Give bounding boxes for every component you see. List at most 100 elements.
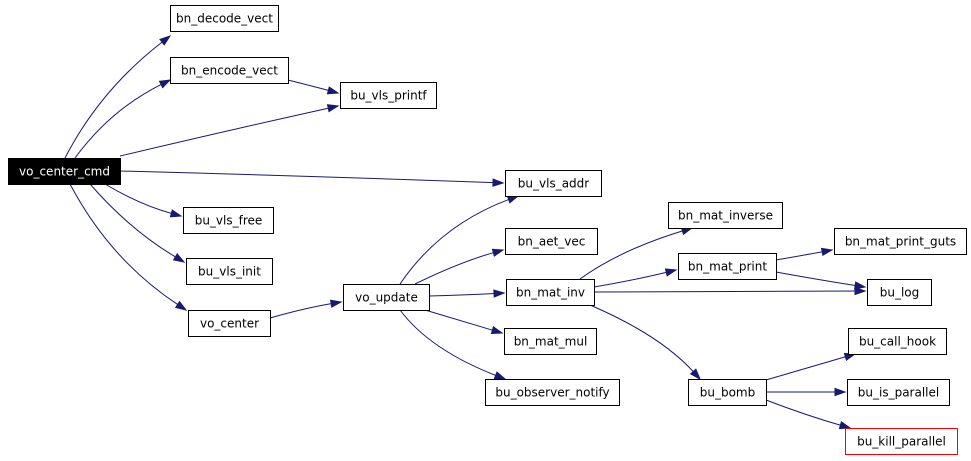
node-label: bu_vls_free [195, 214, 263, 228]
edge-bu_bomb-to-bu_kill_parallel [765, 399, 852, 430]
node-bu_vls_init[interactable]: bu_vls_init [186, 258, 273, 285]
node-bu_vls_addr[interactable]: bu_vls_addr [505, 170, 602, 197]
edge-bn_encode_vect-to-bu_vls_printf [287, 79, 340, 95]
edge-line [414, 251, 495, 285]
edge-bn_mat_inv-to-bn_mat_inverse [579, 227, 694, 280]
arrowhead-icon [490, 325, 504, 335]
edge-line [104, 183, 173, 215]
edge-line [399, 309, 497, 377]
node-label: bn_encode_vect [181, 64, 278, 78]
node-label: bn_mat_inv [516, 286, 585, 300]
node-label: bu_log [880, 286, 920, 300]
edge-vo_center_cmd-to-bn_encode_vect [74, 79, 172, 159]
node-box [343, 284, 430, 311]
node-bn_mat_inverse[interactable]: bn_mat_inverse [668, 202, 783, 229]
arrowhead-icon [506, 195, 520, 204]
edge-line [589, 304, 695, 373]
arrowhead-icon [834, 387, 847, 397]
edge-line [593, 290, 857, 293]
node-box [8, 158, 121, 185]
node-label: bn_mat_print_guts [845, 235, 956, 249]
edge-bu_bomb-to-bu_is_parallel [766, 387, 847, 397]
node-box [504, 328, 597, 355]
node-label: bn_mat_print [688, 260, 767, 274]
node-label: bu_vls_init [198, 265, 261, 279]
edge-vo_center_cmd-to-bu_vls_printf [119, 104, 340, 157]
node-label: bn_decode_vect [176, 12, 273, 26]
arrowhead-icon [326, 86, 340, 95]
edge-layer [64, 35, 867, 430]
node-bu_vls_free[interactable]: bu_vls_free [183, 207, 274, 234]
node-box [505, 170, 602, 197]
arrowhead-icon [158, 79, 172, 89]
arrowhead-icon [689, 368, 702, 381]
edge-line [64, 41, 164, 159]
node-label: bu_is_parallel [858, 386, 939, 400]
edge-line [74, 83, 163, 159]
node-box [506, 279, 595, 306]
edge-vo_center_cmd-to-bu_vls_init [89, 183, 186, 263]
edge-vo_center-to-vo_update [269, 299, 343, 319]
arrowhead-icon [493, 289, 506, 298]
node-label: bu_vls_printf [350, 89, 427, 103]
node-box [188, 310, 271, 337]
arrowhead-icon [491, 248, 505, 257]
arrowhead-icon [492, 178, 505, 187]
edge-vo_update-to-bn_mat_mul [424, 309, 504, 335]
edge-vo_center_cmd-to-bu_vls_addr [119, 170, 505, 187]
node-box [668, 202, 783, 229]
edge-vo_update-to-bn_aet_vec [414, 248, 505, 285]
arrowhead-icon [854, 286, 867, 296]
node-bn_aet_vec[interactable]: bn_aet_vec [505, 228, 598, 255]
node-bu_call_hook[interactable]: bu_call_hook [848, 328, 947, 355]
node-vo_center_cmd[interactable]: vo_center_cmd [8, 158, 121, 185]
edge-line [424, 309, 494, 331]
node-bu_is_parallel[interactable]: bu_is_parallel [847, 379, 950, 406]
edge-vo_center_cmd-to-vo_center [69, 183, 188, 311]
node-box [183, 207, 274, 234]
node-box [678, 253, 777, 280]
node-label: vo_center_cmd [19, 165, 110, 179]
node-bn_mat_mul[interactable]: bn_mat_mul [504, 328, 597, 355]
node-label: vo_center [200, 317, 259, 331]
edge-bn_mat_inv-to-bn_mat_print [593, 268, 678, 288]
arrowhead-icon [169, 209, 183, 218]
edge-line [765, 399, 842, 426]
node-bu_bomb[interactable]: bu_bomb [688, 379, 767, 406]
edge-line [765, 356, 847, 381]
node-bu_kill_parallel[interactable]: bu_kill_parallel [845, 428, 958, 455]
node-bu_log[interactable]: bu_log [867, 279, 932, 306]
arrowhead-icon [329, 299, 343, 308]
edge-line [269, 302, 333, 319]
node-box [485, 379, 620, 406]
edge-vo_center_cmd-to-bn_decode_vect [64, 35, 172, 159]
node-bn_mat_print_guts[interactable]: bn_mat_print_guts [834, 228, 967, 255]
node-label: bn_mat_mul [514, 335, 588, 349]
node-vo_center[interactable]: vo_center [188, 310, 271, 337]
node-box [845, 428, 958, 455]
node-vo_update[interactable]: vo_update [343, 284, 430, 311]
node-bn_mat_print[interactable]: bn_mat_print [678, 253, 777, 280]
edge-vo_center_cmd-to-bu_vls_free [104, 183, 183, 218]
arrowhead-icon [838, 421, 852, 430]
node-label: bu_call_hook [859, 335, 936, 349]
arrowhead-icon [493, 371, 507, 380]
node-bu_vls_printf[interactable]: bu_vls_printf [340, 82, 437, 109]
arrowhead-icon [853, 281, 867, 290]
edge-bn_mat_print-to-bu_log [775, 271, 867, 290]
node-label: bu_bomb [700, 386, 756, 400]
edge-bn_mat_print-to-bn_mat_print_guts [775, 247, 834, 261]
node-bn_encode_vect[interactable]: bn_encode_vect [170, 57, 289, 84]
edge-line [119, 170, 495, 184]
node-bn_mat_inv[interactable]: bn_mat_inv [506, 279, 595, 306]
edge-vo_update-to-bu_observer_notify [399, 309, 507, 380]
node-box [170, 5, 279, 32]
node-bu_observer_notify[interactable]: bu_observer_notify [485, 379, 620, 406]
node-bn_decode_vect[interactable]: bn_decode_vect [170, 5, 279, 32]
node-box [186, 258, 273, 285]
arrowhead-icon [326, 104, 340, 113]
node-label: bn_mat_inverse [678, 209, 773, 223]
node-box [340, 82, 437, 109]
node-box [834, 228, 967, 255]
